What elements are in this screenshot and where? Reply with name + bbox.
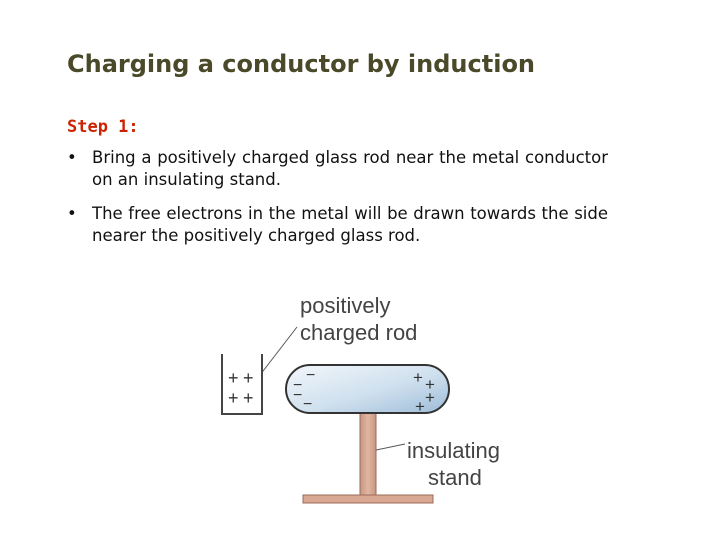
page-title: Charging a conductor by induction <box>67 50 536 78</box>
glass-rod <box>221 354 263 415</box>
positive-charge: + <box>425 388 435 407</box>
rod-plus-sign: + <box>228 388 239 408</box>
bullet-list: Bring a positively charged glass rod nea… <box>67 147 608 259</box>
negative-charge: − <box>293 377 302 394</box>
rod-label-line1: positively <box>300 293 390 318</box>
negative-charge: − <box>306 367 315 384</box>
stand-leader-line <box>375 443 406 451</box>
stand-label-line2: stand <box>428 465 482 490</box>
bullet-item-1: Bring a positively charged glass rod nea… <box>67 147 608 191</box>
negative-charge: − <box>303 396 312 413</box>
step-heading: Step 1: <box>67 117 139 137</box>
positive-charge: + <box>415 397 425 416</box>
rod-plus-sign: + <box>228 368 239 388</box>
rod-leader-line <box>259 326 298 376</box>
stand-base <box>302 494 434 504</box>
negative-charge: − <box>293 387 302 404</box>
rod-plus-sign: + <box>243 388 254 408</box>
rod-label-line2: charged rod <box>300 320 417 345</box>
induction-diagram: positively charged rod + + + + − − − − +… <box>221 293 500 504</box>
stand-post <box>359 409 377 499</box>
metal-conductor <box>285 364 450 414</box>
positive-charge: + <box>413 368 423 387</box>
bullet-item-2: The free electrons in the metal will be … <box>67 203 608 247</box>
rod-plus-sign: + <box>243 368 254 388</box>
stand-label-line1: insulating <box>407 438 500 463</box>
positive-charge: + <box>425 375 435 394</box>
